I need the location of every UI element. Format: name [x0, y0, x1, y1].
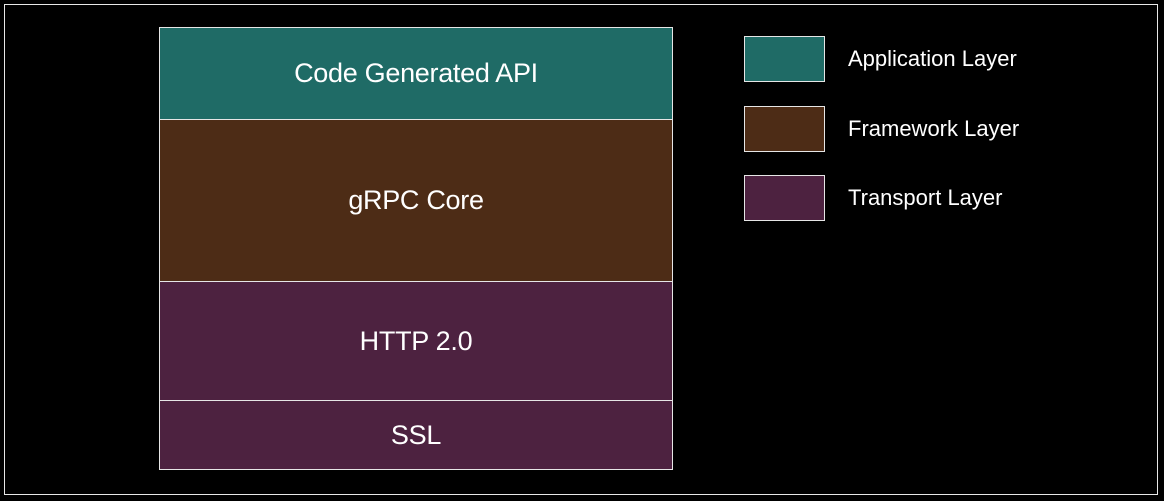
legend-swatch — [744, 175, 825, 221]
legend-label: Application Layer — [848, 46, 1017, 71]
legend-swatch — [744, 106, 825, 152]
stack-layer-code-generated-api: Code Generated API — [159, 27, 673, 120]
legend-label: Transport Layer — [848, 185, 1003, 210]
legend-item-application: Application Layer — [744, 36, 1164, 82]
stack-layer-ssl: SSL — [159, 400, 673, 470]
legend-item-transport: Transport Layer — [744, 175, 1164, 221]
stack-layer-label: Code Generated API — [294, 58, 538, 88]
diagram-frame — [4, 4, 1158, 495]
legend-item-framework: Framework Layer — [744, 106, 1164, 152]
legend-swatch — [744, 36, 825, 82]
stack-layer-label: gRPC Core — [348, 185, 484, 215]
stack-layer-label: SSL — [390, 419, 442, 450]
protocol-stack: Code Generated API gRPC Core HTTP 2.0 SS… — [159, 27, 673, 470]
stack-layer-http2: HTTP 2.0 — [159, 281, 673, 401]
stack-layer-grpc-core: gRPC Core — [159, 119, 673, 282]
stack-layer-label: HTTP 2.0 — [359, 325, 473, 356]
legend-label: Framework Layer — [848, 116, 1020, 141]
